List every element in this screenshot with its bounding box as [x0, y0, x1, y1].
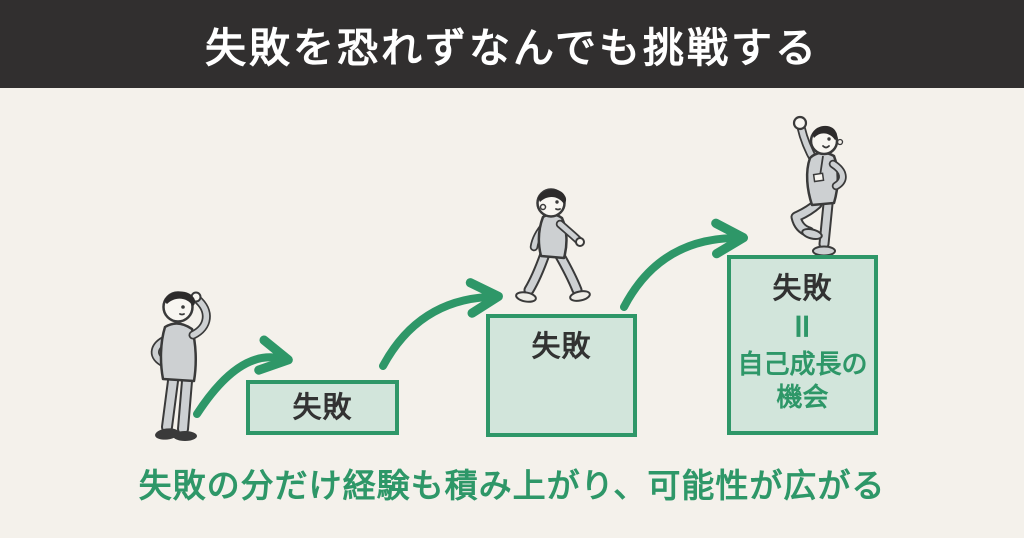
caption-text: 失敗の分だけ経験も積み上がり、可能性が広がる [138, 466, 886, 505]
walking-person-illustration [515, 188, 591, 303]
title-banner: 失敗を恐れずなんでも挑戦する [0, 0, 1024, 88]
step-label: 失敗 [531, 329, 592, 363]
growth-label-line-2: 機会 [776, 382, 829, 413]
caption-row: 失敗の分だけ経験も積み上がり、可能性が広がる [0, 460, 1024, 506]
curved-arrow-icon-3 [620, 218, 748, 311]
equals-sign: = [782, 311, 823, 341]
step-box-2: 失敗 [486, 314, 637, 437]
step-box-1: 失敗 [246, 380, 399, 435]
step-label: 失敗 [772, 271, 833, 305]
page-title: 失敗を恐れずなんでも挑戦する [205, 24, 819, 72]
step-box-3: 失敗 = 自己成長の 機会 [727, 255, 878, 435]
step-label: 失敗 [292, 389, 353, 424]
growth-label-line-1: 自己成長の [737, 350, 868, 381]
curved-arrow-icon-2 [379, 278, 503, 370]
confused-person-illustration [150, 291, 211, 441]
celebrating-person-illustration [790, 115, 847, 257]
